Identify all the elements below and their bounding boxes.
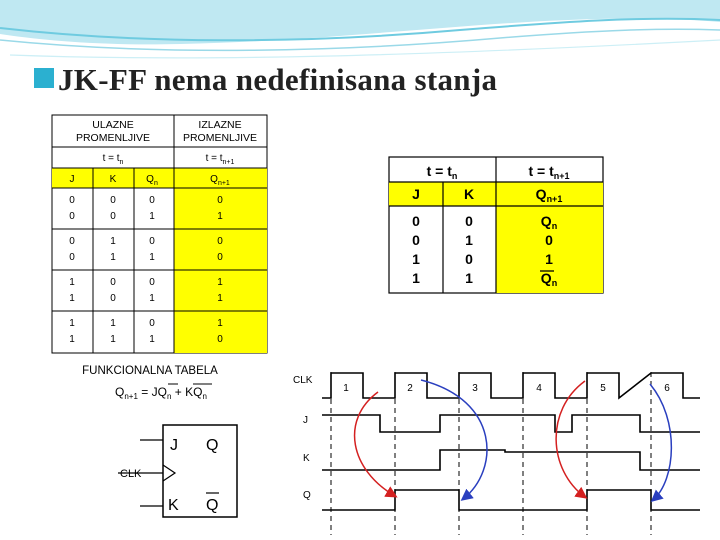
flipflop-body <box>162 424 238 518</box>
left-cell-q: 0 <box>149 195 155 206</box>
right-cell-qn1: Qn <box>541 270 557 288</box>
left-cell-j: 0 <box>69 236 75 247</box>
right-time-in: t = tn <box>427 163 458 181</box>
right-time-out: t = tn+1 <box>528 163 569 181</box>
left-cell-j: 0 <box>69 195 75 206</box>
left-header-inputs-1: ULAZNE <box>92 119 133 131</box>
left-cell-qn1: 1 <box>217 293 223 304</box>
timing-label-j: J <box>303 415 308 426</box>
left-time-out: t = tn+1 <box>206 153 235 166</box>
jk-flipflop-symbol: J Q CLK K Q <box>118 424 238 518</box>
left-cell-qn1: 1 <box>217 277 223 288</box>
left-time-in: t = tn <box>103 153 124 166</box>
symbol-qbar: Q <box>206 497 218 514</box>
right-cell-qn1: Qn <box>541 213 557 231</box>
right-cell-j: 1 <box>412 270 420 286</box>
left-table-cells: 0 0 0 0 0 0 1 1 0 1 0 0 0 1 1 0 1 0 0 1 1 0 1 1 1 1 0 1 1 1 1 0 <box>69 195 223 345</box>
left-cell-qn1: 0 <box>217 334 223 345</box>
right-col-j: J <box>412 186 420 202</box>
left-cell-k: 0 <box>110 195 116 206</box>
right-cell-k: 1 <box>465 270 473 286</box>
symbol-q: Q <box>206 437 218 454</box>
right-col-k: K <box>464 186 474 202</box>
clk4-to-q-arrow <box>555 380 588 499</box>
clock-number-1: 1 <box>343 383 349 394</box>
left-cell-qn1: 0 <box>217 236 223 247</box>
timing-label-clk: CLK <box>293 375 313 386</box>
left-col-k: K <box>110 174 117 185</box>
left-truth-table: ULAZNE PROMENLJIVE IZLAZNE PROMENLJIVE t… <box>51 114 268 354</box>
left-cell-j: 1 <box>69 277 75 288</box>
left-cell-k: 1 <box>110 236 116 247</box>
left-cell-j: 1 <box>69 318 75 329</box>
left-cell-k: 1 <box>110 318 116 329</box>
clk-waveform <box>322 372 700 400</box>
left-cell-qn1: 0 <box>217 195 223 206</box>
clock-number-6: 6 <box>664 383 670 394</box>
right-cell-qn1: 1 <box>545 251 553 267</box>
right-cell-k: 1 <box>465 232 473 248</box>
left-cell-qn1: 1 <box>217 211 223 222</box>
clk2-to-q-arrow <box>420 379 488 501</box>
left-cell-qn1: 1 <box>217 318 223 329</box>
left-col-j: J <box>70 174 75 185</box>
left-cell-j: 1 <box>69 293 75 304</box>
left-cell-j: 1 <box>69 334 75 345</box>
symbol-k: K <box>168 497 179 514</box>
title-bullet <box>34 68 54 88</box>
left-cell-j: 0 <box>69 211 75 222</box>
left-col-qn: Qn <box>146 174 158 187</box>
clock-number-5: 5 <box>600 383 606 394</box>
clock-triangle-icon <box>162 464 177 482</box>
symbol-clk: CLK <box>120 468 142 480</box>
left-cell-q: 0 <box>149 277 155 288</box>
left-header-inputs-2: PROMENLJIVE <box>76 132 150 144</box>
left-caption: FUNKCIONALNA TABELA <box>82 365 218 377</box>
left-cell-j: 0 <box>69 252 75 263</box>
left-cell-k: 0 <box>110 211 116 222</box>
left-cell-q: 1 <box>149 211 155 222</box>
top-decoration <box>0 0 720 59</box>
slide-title: JK-FF nema nedefinisana stanja <box>58 62 498 97</box>
clk1-to-q-arrow <box>353 391 398 498</box>
left-cell-k: 1 <box>110 252 116 263</box>
left-equation: Qn+1 = JQn + KQn <box>115 385 207 401</box>
left-cell-k: 1 <box>110 334 116 345</box>
k-waveform <box>322 449 700 471</box>
right-cell-k: 0 <box>465 251 473 267</box>
left-cell-k: 0 <box>110 277 116 288</box>
right-cell-j: 0 <box>412 213 420 229</box>
clock-number-3: 3 <box>472 383 478 394</box>
timing-diagram: CLK J K Q 1 2 3 4 <box>293 372 700 535</box>
left-col-qn1: Qn+1 <box>210 174 230 187</box>
left-header-outputs-2: PROMENLJIVE <box>183 132 257 144</box>
right-cell-j: 0 <box>412 232 420 248</box>
timing-label-q: Q <box>303 490 311 501</box>
left-cell-qn1: 0 <box>217 252 223 263</box>
timing-label-k: K <box>303 453 310 464</box>
left-cell-q: 0 <box>149 236 155 247</box>
clk5-to-q-arrow <box>649 383 673 502</box>
left-header-outputs-1: IZLAZNE <box>198 119 241 131</box>
right-cell-k: 0 <box>465 213 473 229</box>
left-cell-q: 1 <box>149 334 155 345</box>
clock-number-2: 2 <box>407 383 413 394</box>
right-cell-qn1: 0 <box>545 232 553 248</box>
left-cell-k: 0 <box>110 293 116 304</box>
clock-number-4: 4 <box>536 383 542 394</box>
j-waveform <box>322 414 700 433</box>
left-cell-q: 1 <box>149 252 155 263</box>
right-col-qn1: Qn+1 <box>536 186 563 204</box>
symbol-j: J <box>170 437 178 454</box>
q-waveform <box>322 489 700 511</box>
left-cell-q: 0 <box>149 318 155 329</box>
left-cell-q: 1 <box>149 293 155 304</box>
right-cell-j: 1 <box>412 251 420 267</box>
